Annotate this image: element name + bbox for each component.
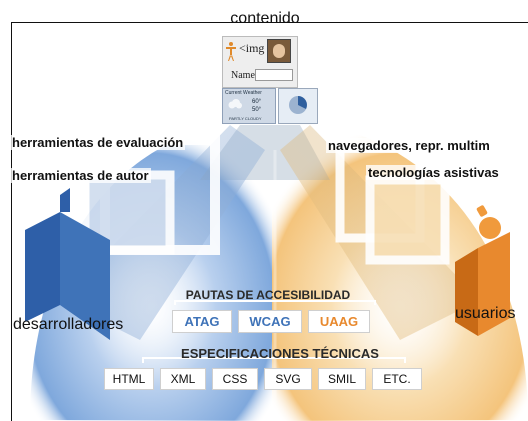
guideline-atag: ATAG [172, 310, 232, 333]
label-evaluation-tools: herramientas de evaluación [10, 135, 186, 150]
name-label: Name [231, 70, 255, 81]
spec-xml: XML [160, 368, 206, 390]
name-input [255, 69, 293, 81]
weather-header: Current Weather [225, 90, 262, 96]
guideline-atag-label: ATAG [184, 314, 220, 329]
form-widget: <img Name [222, 36, 298, 88]
spec-smil: SMIL [318, 368, 366, 390]
specs-title: ESPECIFICACIONES TÉCNICAS [181, 346, 379, 361]
pie-chart-icon [289, 96, 307, 114]
spec-svg: SVG [264, 368, 312, 390]
img-tag-text: <img [239, 41, 265, 55]
guidelines-title: PAUTAS DE ACCESIBILIDAD [185, 288, 351, 302]
guideline-wcag: WCAG [238, 310, 302, 333]
label-assistive-tech: tecnologías asistivas [366, 165, 501, 180]
cloud-icon [228, 99, 242, 109]
user-head-icon [479, 217, 501, 239]
content-illustration: <img Name Current Weather 60° 50° PARTLY… [222, 36, 320, 124]
guideline-uaag: UAAG [308, 310, 370, 333]
weather-widget: Current Weather 60° 50° PARTLY CLOUDY [222, 88, 276, 124]
guideline-uaag-label: UAAG [319, 314, 359, 329]
weather-temp-high: 60° [252, 99, 262, 105]
pie-chart-widget [278, 88, 318, 124]
spec-html: HTML [104, 368, 154, 390]
content-title: contenido [230, 10, 300, 27]
spec-css: CSS [212, 368, 258, 390]
portrait-photo [267, 39, 291, 63]
label-users: usuarios [455, 305, 516, 322]
weather-temp-low: 50° [252, 107, 262, 113]
spec-etc: ETC. [372, 368, 422, 390]
frame-top-border [11, 22, 528, 23]
accessibility-icon [226, 42, 236, 61]
label-developers: desarrolladores [13, 316, 124, 333]
weather-condition: PARTLY CLOUDY [229, 116, 262, 121]
frame-left-border [11, 22, 12, 421]
label-browsers-media: navegadores, repr. multim [326, 138, 492, 153]
label-authoring-tools: herramientas de autor [10, 168, 151, 183]
guideline-wcag-label: WCAG [249, 314, 291, 329]
